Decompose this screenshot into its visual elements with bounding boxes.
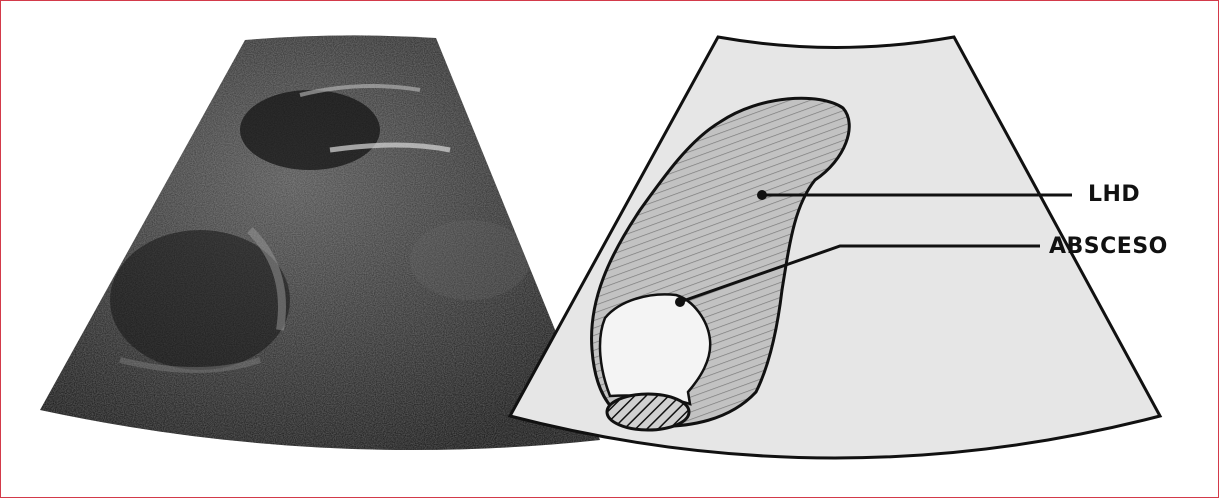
lhd-marker-dot (757, 190, 767, 200)
abscess-base-hatch (607, 394, 689, 430)
label-absceso: ABSCESO (1049, 236, 1168, 258)
absceso-marker-dot (675, 297, 685, 307)
label-lhd: LHD (1088, 184, 1140, 206)
